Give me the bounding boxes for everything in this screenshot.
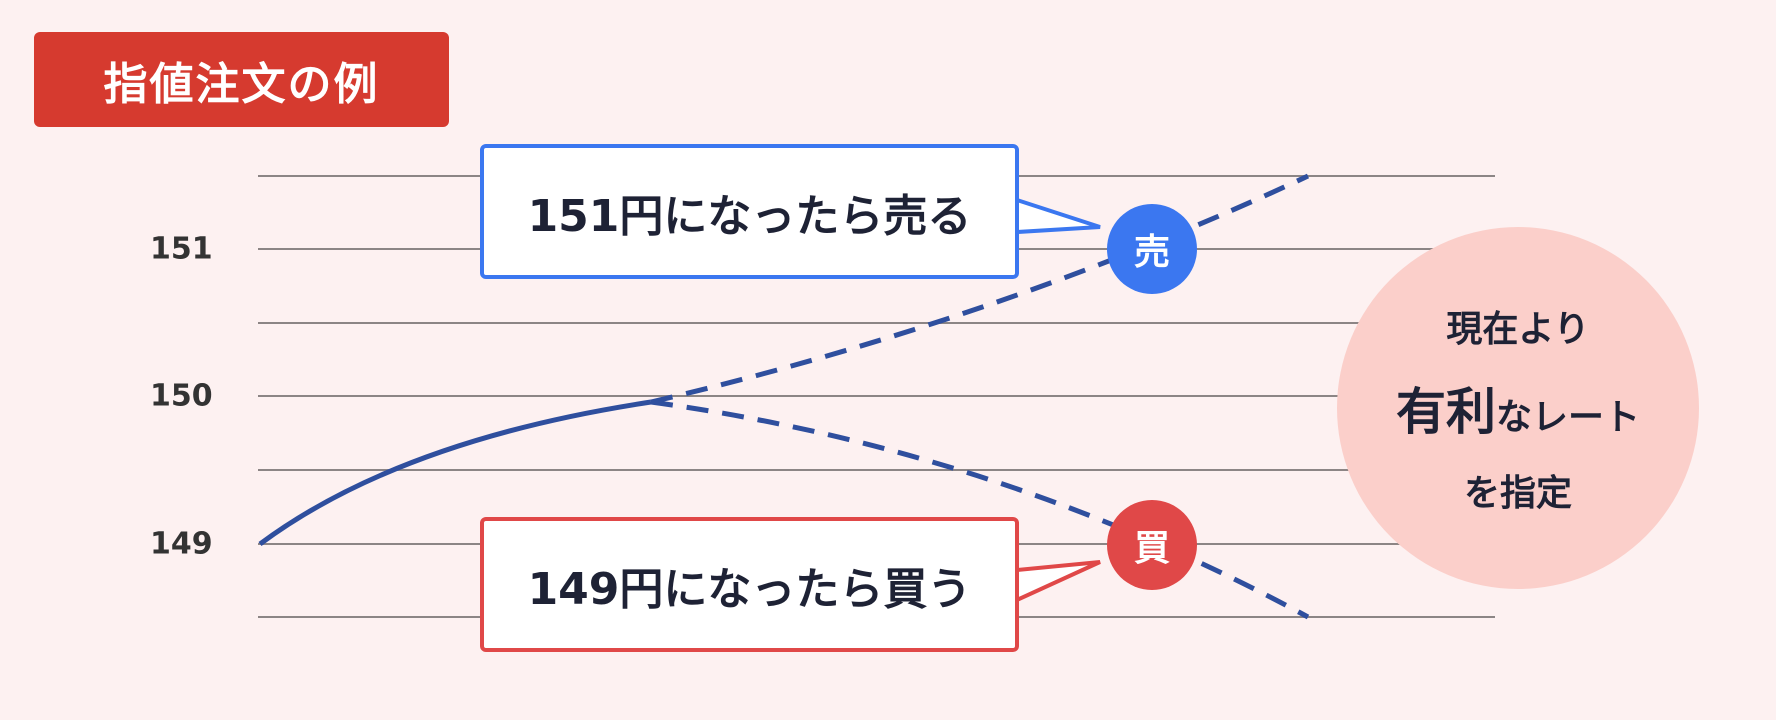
buy-callout: 149円になったら買う: [480, 517, 1019, 652]
note-line2: 有利なレート: [1396, 372, 1640, 444]
note-line2-rest: なレート: [1495, 397, 1640, 438]
buy-callout-pointer: [1015, 560, 1101, 604]
y-label-151: 151: [150, 231, 213, 267]
note-line3: を指定: [1463, 473, 1572, 514]
diagram-title: 指値注文の例: [34, 32, 449, 127]
y-label-150: 150: [150, 378, 213, 414]
buy-badge: 買: [1107, 500, 1197, 590]
note-line1: 現在より: [1446, 309, 1590, 350]
price-history-line: [258, 399, 652, 547]
sell-callout: 151円になったら売る: [480, 144, 1019, 279]
note-emphasis: 有利: [1395, 383, 1496, 441]
fall-projection-line: [650, 399, 1310, 620]
advantage-note-circle: 現在より 有利なレート を指定: [1337, 227, 1699, 589]
sell-badge: 売: [1107, 204, 1197, 294]
sell-callout-pointer: [1015, 197, 1101, 235]
y-label-149: 149: [150, 526, 213, 562]
